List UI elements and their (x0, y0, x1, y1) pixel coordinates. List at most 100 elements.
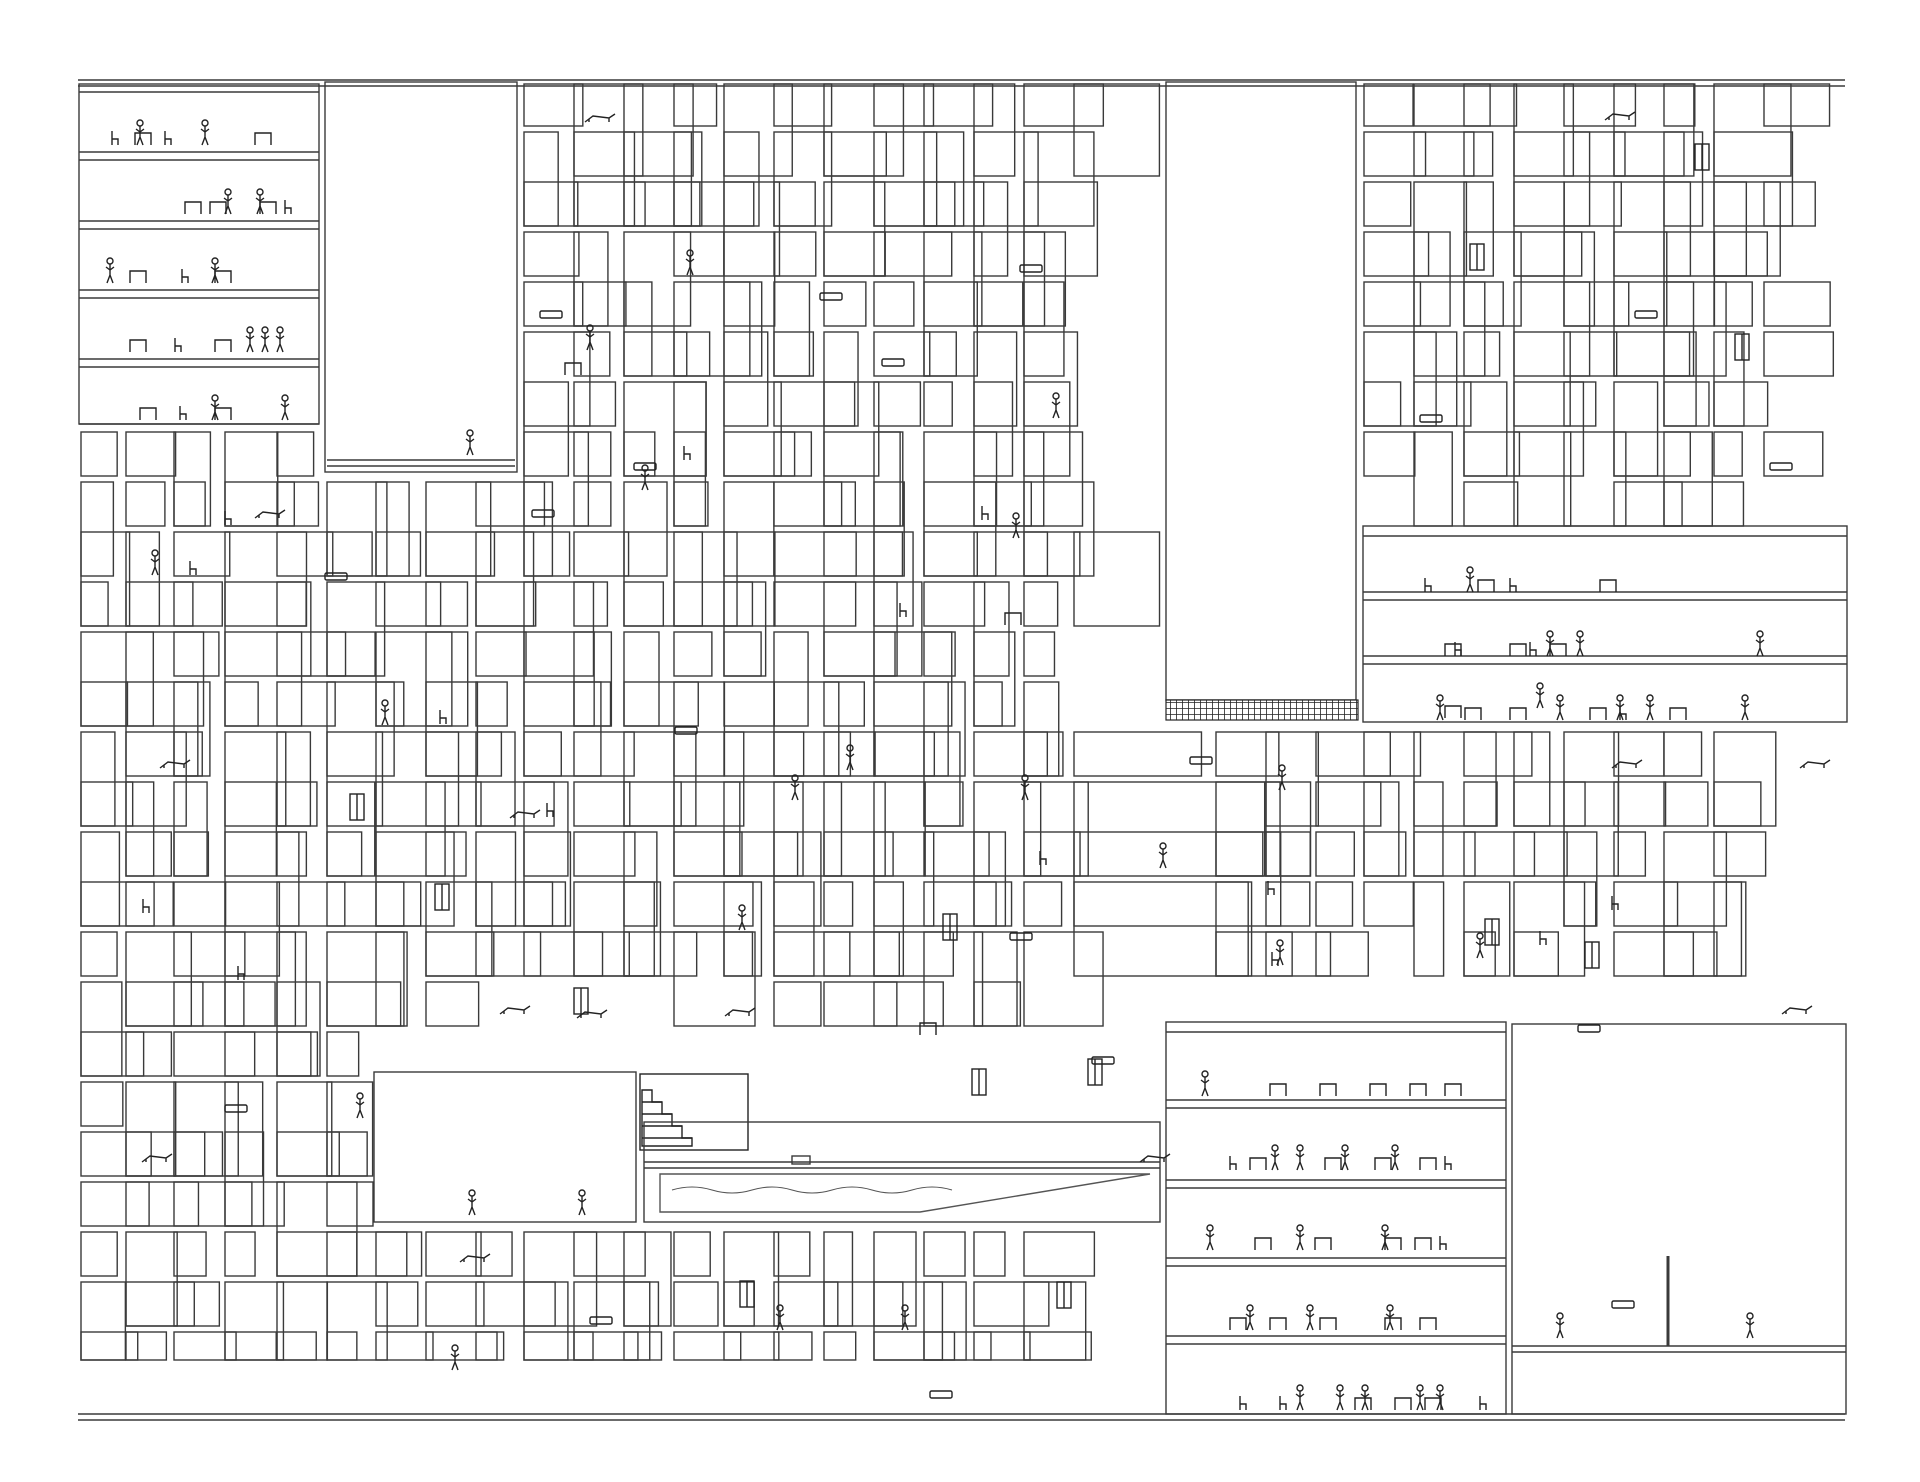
room (475, 781, 555, 827)
room (1363, 431, 1416, 477)
room (623, 381, 707, 477)
room (773, 281, 811, 377)
room (1413, 181, 1468, 277)
table-glyph (1419, 1157, 1437, 1170)
table-glyph (1509, 643, 1527, 656)
room (673, 231, 725, 277)
room (224, 881, 281, 977)
room (276, 931, 307, 1027)
room (1363, 881, 1415, 927)
room (173, 881, 227, 927)
chair-glyph (181, 269, 189, 283)
room (973, 331, 1018, 427)
room (475, 931, 542, 977)
room (1513, 831, 1568, 877)
room (723, 181, 781, 277)
room (1663, 83, 1696, 127)
person-figure (1335, 1384, 1345, 1411)
sofa-glyph (633, 462, 657, 471)
room (125, 981, 204, 1027)
room (923, 631, 956, 677)
sofa-glyph (1189, 756, 1213, 765)
room (224, 1081, 264, 1177)
room (723, 1331, 780, 1361)
room (1663, 831, 1728, 927)
tall-void-center (1165, 81, 1357, 701)
room (1363, 831, 1407, 877)
person-figure (845, 744, 855, 771)
room (425, 481, 492, 577)
tennis-court-right (1511, 1023, 1847, 1415)
room (873, 181, 956, 227)
room (425, 981, 480, 1027)
chair-glyph (1239, 1396, 1247, 1410)
room (723, 231, 776, 327)
room (873, 231, 953, 277)
table-glyph (1599, 579, 1617, 592)
room (1265, 881, 1311, 927)
room (823, 531, 904, 577)
sofa-glyph (881, 358, 905, 367)
room (475, 831, 517, 927)
table-glyph (564, 362, 582, 375)
room (1763, 181, 1816, 227)
room (873, 481, 905, 577)
person-figure (1205, 1224, 1215, 1251)
room (673, 131, 703, 227)
room (923, 381, 953, 427)
room (523, 83, 584, 127)
room (973, 281, 1024, 327)
chair-glyph (1271, 952, 1279, 966)
person-figure (465, 429, 475, 456)
room (125, 1281, 195, 1327)
room (923, 831, 990, 877)
room (523, 531, 571, 577)
room (80, 881, 155, 927)
sofa-glyph (1769, 462, 1793, 471)
room (673, 831, 743, 877)
room (773, 331, 815, 377)
person-figure (1740, 694, 1750, 721)
room (973, 131, 1039, 227)
room (125, 1331, 168, 1361)
room (276, 831, 308, 877)
room (723, 531, 776, 627)
swimming-pool (643, 1121, 1161, 1223)
room (973, 431, 1045, 527)
room (1663, 931, 1718, 977)
room (224, 1331, 277, 1361)
person-figure (1295, 1384, 1305, 1411)
room (1363, 731, 1422, 777)
person-figure (210, 394, 220, 421)
person-figure (1011, 512, 1021, 539)
room (475, 581, 537, 627)
room (1613, 83, 1695, 177)
table-glyph (254, 132, 272, 145)
room (80, 531, 131, 627)
chair-glyph (1539, 931, 1547, 945)
room (923, 83, 994, 127)
room (773, 1331, 813, 1361)
room (80, 1231, 118, 1277)
chair-glyph (683, 446, 691, 460)
room (873, 931, 954, 977)
room (1413, 331, 1458, 427)
room (1513, 431, 1572, 527)
room (1215, 931, 1293, 977)
person-figure (105, 257, 115, 284)
room (1713, 131, 1794, 227)
room (425, 1331, 498, 1361)
room (523, 381, 570, 477)
room (523, 331, 591, 427)
room (1663, 281, 1727, 377)
room (125, 1231, 178, 1327)
room (1463, 83, 1518, 127)
room (1073, 831, 1282, 927)
room (375, 681, 405, 727)
room (523, 831, 572, 927)
room (573, 581, 609, 627)
room (80, 731, 116, 827)
room (1613, 781, 1667, 827)
room (375, 931, 408, 1027)
person-figure (1465, 566, 1475, 593)
